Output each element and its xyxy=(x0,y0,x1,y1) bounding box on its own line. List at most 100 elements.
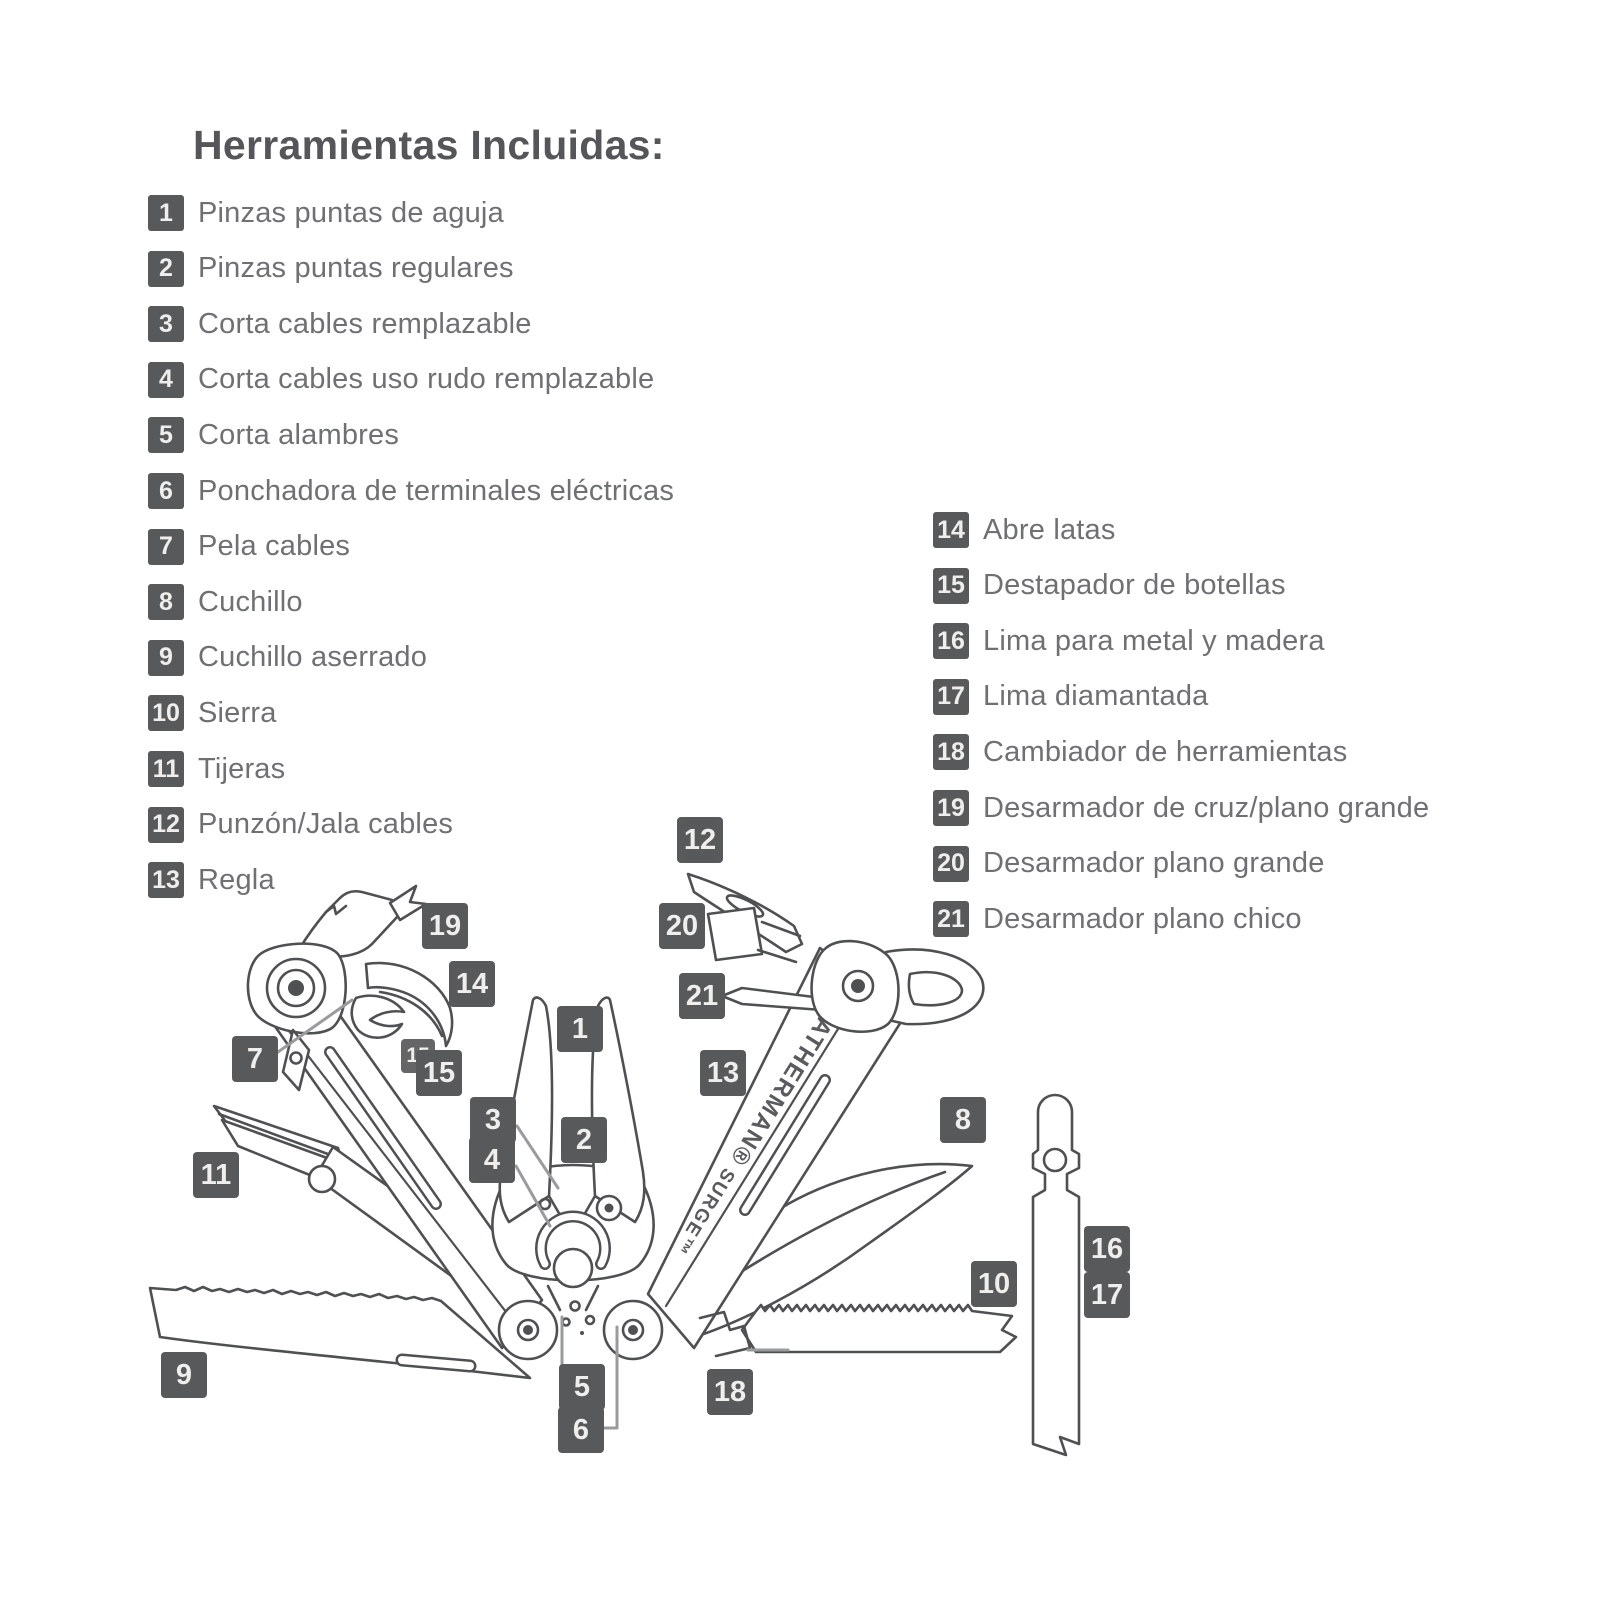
scissors-loop xyxy=(307,1164,337,1194)
tool-changer-slot xyxy=(698,1310,752,1358)
diagram-callout-10: 10 xyxy=(971,1261,1017,1307)
left-pivot-wheel-dot xyxy=(523,1325,533,1335)
tool-label: Sierra xyxy=(198,696,277,729)
bit-driver-pivot-ring xyxy=(276,968,316,1008)
crimper-detail-hole-2 xyxy=(584,1314,596,1326)
tool-number-badge: 6 xyxy=(148,473,184,509)
leader-line-3 xyxy=(515,1124,560,1190)
diagram-callout-6: 6 xyxy=(558,1407,604,1453)
boss-to-wheel-lines xyxy=(546,1284,600,1312)
right-handle-slot-inner xyxy=(741,1076,829,1214)
diagram-callout-4: 4 xyxy=(469,1137,515,1183)
tool-number-badge: 13 xyxy=(148,862,184,899)
right-pivot-dot xyxy=(851,979,865,993)
tool-number-badge: 18 xyxy=(933,734,969,771)
tool-list-item-3: 3 Corta cables remplazable xyxy=(148,306,532,343)
tool-label: Destapador de botellas xyxy=(983,569,1286,602)
can-opener-claw xyxy=(364,961,454,1048)
tool-number-badge: 15 xyxy=(933,567,969,604)
pliers-spring-fill xyxy=(537,1213,609,1268)
tool-number-badge: 17 xyxy=(933,678,969,715)
tool-number-badge: 7 xyxy=(148,528,184,565)
left-handle-slot-inner xyxy=(326,1048,440,1208)
tool-label: Pela cables xyxy=(198,530,351,563)
leader-line-7 xyxy=(276,998,354,1054)
pliers-jaw-gap-lines xyxy=(547,1194,597,1217)
leader-line-6 xyxy=(596,1325,619,1430)
left-pivot-wheel-ring xyxy=(516,1318,540,1342)
tool-label: Ponchadora de terminales eléctricas xyxy=(198,474,675,507)
diagram-callout-5: 5 xyxy=(559,1364,605,1410)
right-pivot-wheel-ring xyxy=(621,1318,645,1342)
diagram-callout-13: 13 xyxy=(700,1050,746,1096)
diagram-callout-1: 1 xyxy=(557,1006,603,1052)
tool-number-badge: 20 xyxy=(933,845,969,882)
lanyard-ring-hole xyxy=(907,970,964,1007)
diagram-callout-16: 16 xyxy=(1084,1226,1130,1272)
tool-number-badge: 8 xyxy=(148,584,184,621)
tool-label: Corta cables remplazable xyxy=(198,307,532,340)
diagram-callout-19: 19 xyxy=(422,903,468,949)
large-screwdriver-drawing xyxy=(706,906,764,962)
diagram-callout-15: 15 xyxy=(416,1050,462,1096)
tool-list-item-7: 7 Pela cables xyxy=(148,528,351,565)
jaw-small-hole xyxy=(538,1197,552,1211)
tool-number-badge: 16 xyxy=(933,623,969,660)
jaw-screw-dot xyxy=(604,1203,614,1213)
serrated-blade-slot-inner xyxy=(398,1356,474,1370)
tool-label: Cuchillo aserrado xyxy=(198,641,428,674)
file-blade-drawing xyxy=(1031,1093,1081,1457)
pliers-center-hole xyxy=(552,1247,594,1289)
tool-number-badge: 10 xyxy=(148,695,184,732)
saw-blade-drawing xyxy=(740,1303,1018,1354)
tool-label: Lima para metal y madera xyxy=(983,624,1325,657)
tool-label: Cambiador de herramientas xyxy=(983,735,1348,768)
tool-list-item-2: 2 Pinzas puntas regulares xyxy=(148,250,514,287)
tool-list-item-9: 9 Cuchillo aserrado xyxy=(148,639,428,676)
tool-list-item-15: 15 Destapador de botellas xyxy=(933,567,1286,604)
tool-number-badge: 3 xyxy=(148,306,184,343)
bit-driver-pivot-dot xyxy=(288,980,304,996)
tool-label: Corta cables uso rudo remplazable xyxy=(198,363,655,396)
diagram-callout-8: 8 xyxy=(940,1097,986,1143)
tool-number-badge: 11 xyxy=(148,751,184,787)
diagram-callout-17: 17 xyxy=(1084,1272,1130,1318)
bit-driver-clip xyxy=(324,904,348,916)
tool-list-item-18: 18 Cambiador de herramientas xyxy=(933,734,1348,771)
diagram-callout-18: 18 xyxy=(707,1369,753,1415)
can-opener-inner-line xyxy=(378,990,444,1038)
right-pivot-wheel-dot xyxy=(628,1325,638,1335)
crimper-detail-hole-1 xyxy=(569,1300,581,1312)
tool-label: Lima diamantada xyxy=(983,680,1209,713)
bit-driver-arm xyxy=(298,889,400,958)
tool-number-badge: 4 xyxy=(148,361,184,398)
tool-number-badge: 12 xyxy=(148,806,184,843)
tool-list-item-6: 6 Ponchadora de terminales eléctricas xyxy=(148,473,674,509)
tool-label: Desarmador plano chico xyxy=(983,902,1302,935)
diagram-callout-9: 9 xyxy=(161,1352,207,1398)
tool-label: Pinzas puntas de aguja xyxy=(198,196,504,229)
diagram-callout-14: 14 xyxy=(449,961,495,1007)
phillips-bit-tip xyxy=(388,884,428,922)
file-blade-hole xyxy=(1042,1147,1068,1173)
serrated-blade-drawing xyxy=(148,1285,532,1380)
tool-number-badge: 9 xyxy=(148,639,184,676)
leader-line-4 xyxy=(514,1164,552,1228)
tool-list-item-4: 4 Corta cables uso rudo remplazable xyxy=(148,361,655,398)
leader-lines xyxy=(276,998,790,1430)
tool-number-badge: 2 xyxy=(148,250,184,287)
tool-label: Abre latas xyxy=(983,513,1116,546)
diagram-callout-2: 2 xyxy=(561,1117,607,1163)
tool-label: Pinzas puntas regulares xyxy=(198,252,514,285)
